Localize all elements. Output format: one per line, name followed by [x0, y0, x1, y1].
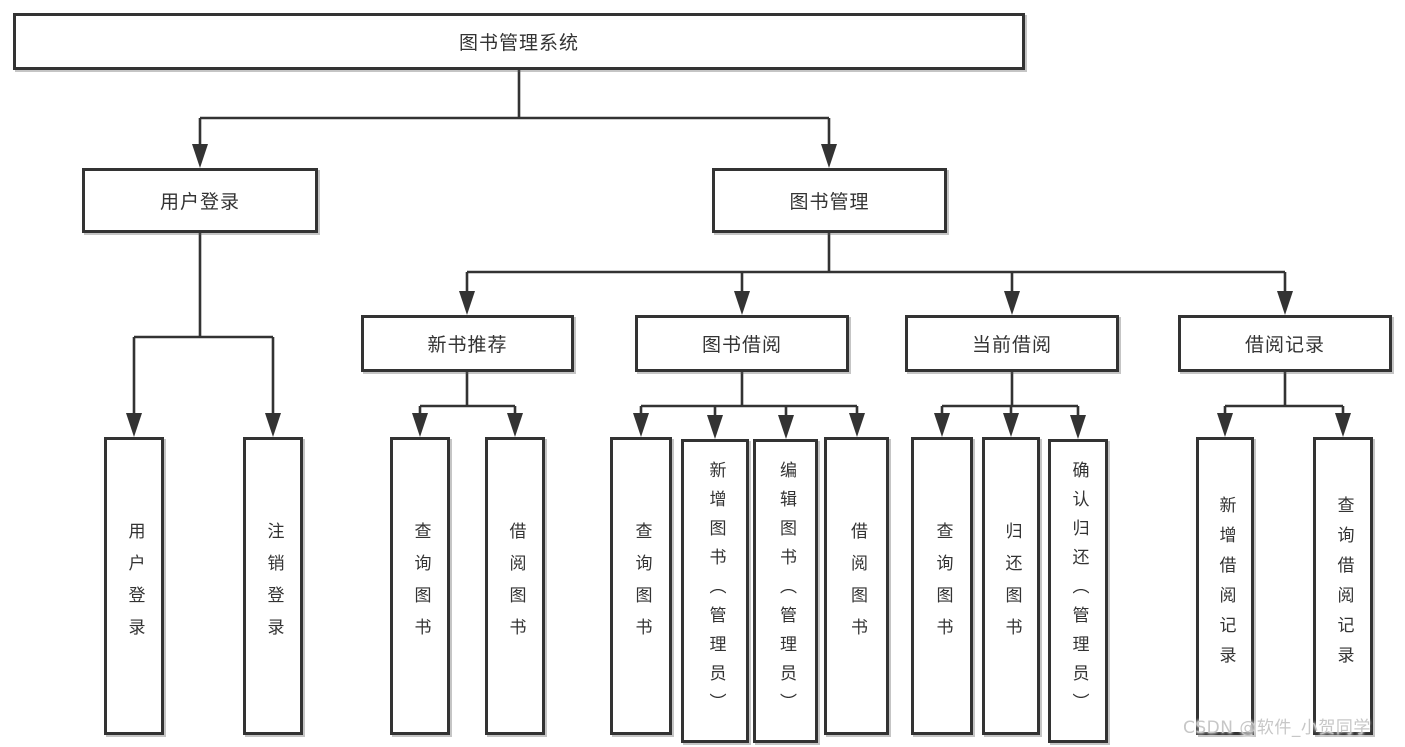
leaf-borrow-books-recommend: 借阅图书	[485, 437, 545, 735]
arrowhead	[821, 144, 837, 168]
leaf-query-borrow-record-label: 查询借阅记录	[1333, 496, 1354, 676]
leaf-edit-books-admin-label: 编辑图书（管理员）	[776, 460, 796, 722]
node-library-system: 图书管理系统	[13, 13, 1025, 70]
arrowhead	[126, 413, 142, 437]
leaf-add-books-admin: 新增图书（管理员）	[681, 439, 749, 743]
node-book-borrow: 图书借阅	[635, 315, 849, 372]
arrowhead	[1003, 413, 1019, 437]
node-borrow-records: 借阅记录	[1178, 315, 1392, 372]
arrowhead	[734, 291, 750, 315]
node-user-login: 用户登录	[82, 168, 318, 233]
leaf-confirm-return-admin: 确认归还（管理员）	[1048, 439, 1108, 743]
arrowhead	[778, 415, 794, 439]
leaf-add-books-admin-label: 新增图书（管理员）	[705, 460, 726, 722]
leaf-user-login-label: 用户登录	[124, 522, 145, 650]
arrowhead	[1070, 415, 1086, 439]
arrowhead	[265, 413, 281, 437]
leaf-confirm-return-admin-label: 确认归还（管理员）	[1068, 460, 1089, 722]
leaf-query-borrow-record: 查询借阅记录	[1313, 437, 1373, 735]
arrowhead	[1004, 291, 1020, 315]
leaf-borrow-books-borrow-label: 借阅图书	[847, 522, 867, 650]
arrowhead	[633, 413, 649, 437]
leaf-borrow-books-recommend-label: 借阅图书	[505, 522, 526, 650]
arrowhead	[507, 413, 523, 437]
node-borrow-records-label: 借阅记录	[1244, 334, 1325, 356]
leaf-query-books-recommend: 查询图书	[390, 437, 450, 735]
connector-paths	[132, 70, 1345, 416]
arrowhead	[1217, 413, 1233, 437]
arrowhead	[459, 291, 475, 315]
leaf-borrow-books-borrow: 借阅图书	[824, 437, 889, 735]
node-book-management-label: 图书管理	[789, 191, 870, 213]
leaf-return-books-label: 归还图书	[1001, 522, 1022, 650]
leaf-query-books-borrow: 查询图书	[610, 437, 672, 735]
node-current-borrow: 当前借阅	[905, 315, 1119, 372]
leaf-query-books-current: 查询图书	[911, 437, 973, 735]
leaf-user-login: 用户登录	[104, 437, 164, 735]
node-new-book-recommend-label: 新书推荐	[427, 334, 508, 356]
node-book-borrow-label: 图书借阅	[701, 334, 782, 356]
arrowheads	[126, 144, 1351, 439]
arrowhead	[707, 415, 723, 439]
node-new-book-recommend: 新书推荐	[361, 315, 574, 372]
node-user-login-label: 用户登录	[159, 191, 240, 213]
leaf-logout-label: 注销登录	[263, 522, 284, 650]
leaf-logout: 注销登录	[243, 437, 303, 735]
leaf-query-books-current-label: 查询图书	[932, 522, 953, 650]
arrowhead	[1335, 413, 1351, 437]
arrowhead	[849, 413, 865, 437]
watermark: CSDN @软件_小贺同学	[1183, 718, 1371, 738]
leaf-edit-books-admin: 编辑图书（管理员）	[753, 439, 818, 743]
leaf-add-borrow-record: 新增借阅记录	[1196, 437, 1254, 735]
arrowhead	[934, 413, 950, 437]
leaf-return-books: 归还图书	[982, 437, 1040, 735]
node-book-management: 图书管理	[712, 168, 947, 233]
node-library-system-label: 图书管理系统	[458, 32, 579, 54]
node-current-borrow-label: 当前借阅	[971, 334, 1052, 356]
leaf-query-books-recommend-label: 查询图书	[410, 522, 431, 650]
arrowhead	[1277, 291, 1293, 315]
arrowhead	[412, 413, 428, 437]
leaf-query-books-borrow-label: 查询图书	[631, 522, 652, 650]
leaf-add-borrow-record-label: 新增借阅记录	[1215, 496, 1236, 676]
arrowhead	[192, 144, 208, 168]
